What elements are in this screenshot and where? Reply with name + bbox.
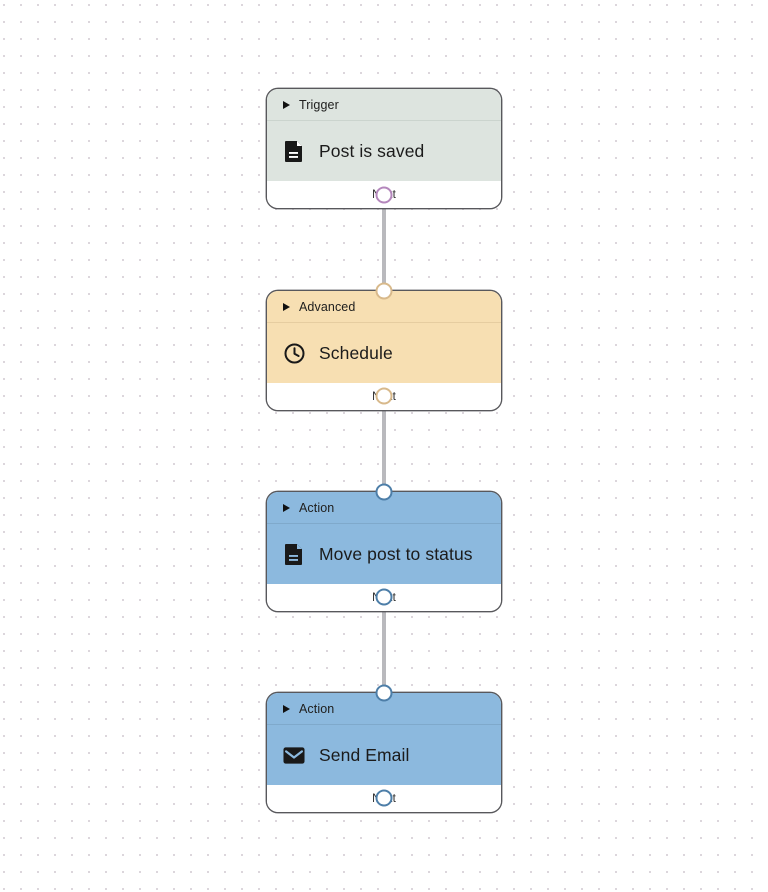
chevron-right-icon[interactable] (283, 704, 290, 713)
node-body-advanced[interactable]: Schedule (267, 323, 501, 383)
port-out-trigger-post-is-saved[interactable] (375, 186, 393, 204)
node-action-move-post-to-status[interactable]: Action Move post to status Next (267, 492, 501, 611)
chevron-right-icon[interactable] (283, 100, 290, 109)
node-header-trigger[interactable]: Trigger (267, 89, 501, 120)
node-title: Move post to status (319, 543, 473, 564)
chevron-right-icon[interactable] (283, 302, 290, 311)
node-title: Send Email (319, 744, 410, 765)
node-action-send-email[interactable]: Action Send Email Next (267, 693, 501, 812)
port-out-action-move-post-to-status[interactable] (375, 588, 393, 606)
node-title: Schedule (319, 342, 393, 363)
node-divider (267, 322, 501, 323)
document-icon (283, 140, 305, 162)
node-category-label: Advanced (299, 299, 356, 314)
envelope-icon (283, 744, 305, 766)
node-body-action[interactable]: Move post to status (267, 524, 501, 584)
port-in-action-move-post-to-status[interactable] (375, 483, 393, 501)
document-icon (283, 543, 305, 565)
port-in-advanced-schedule[interactable] (375, 282, 393, 300)
node-body-trigger[interactable]: Post is saved (267, 121, 501, 181)
node-category-label: Trigger (299, 97, 339, 112)
node-divider (267, 523, 501, 524)
node-category-label: Action (299, 500, 335, 515)
node-divider (267, 724, 501, 725)
node-category-label: Action (299, 701, 335, 716)
port-out-advanced-schedule[interactable] (375, 387, 393, 405)
clock-icon (283, 342, 305, 364)
chevron-right-icon[interactable] (283, 503, 290, 512)
node-body-action[interactable]: Send Email (267, 725, 501, 785)
port-in-action-send-email[interactable] (375, 684, 393, 702)
node-title: Post is saved (319, 140, 425, 161)
node-divider (267, 120, 501, 121)
port-out-action-send-email[interactable] (375, 789, 393, 807)
